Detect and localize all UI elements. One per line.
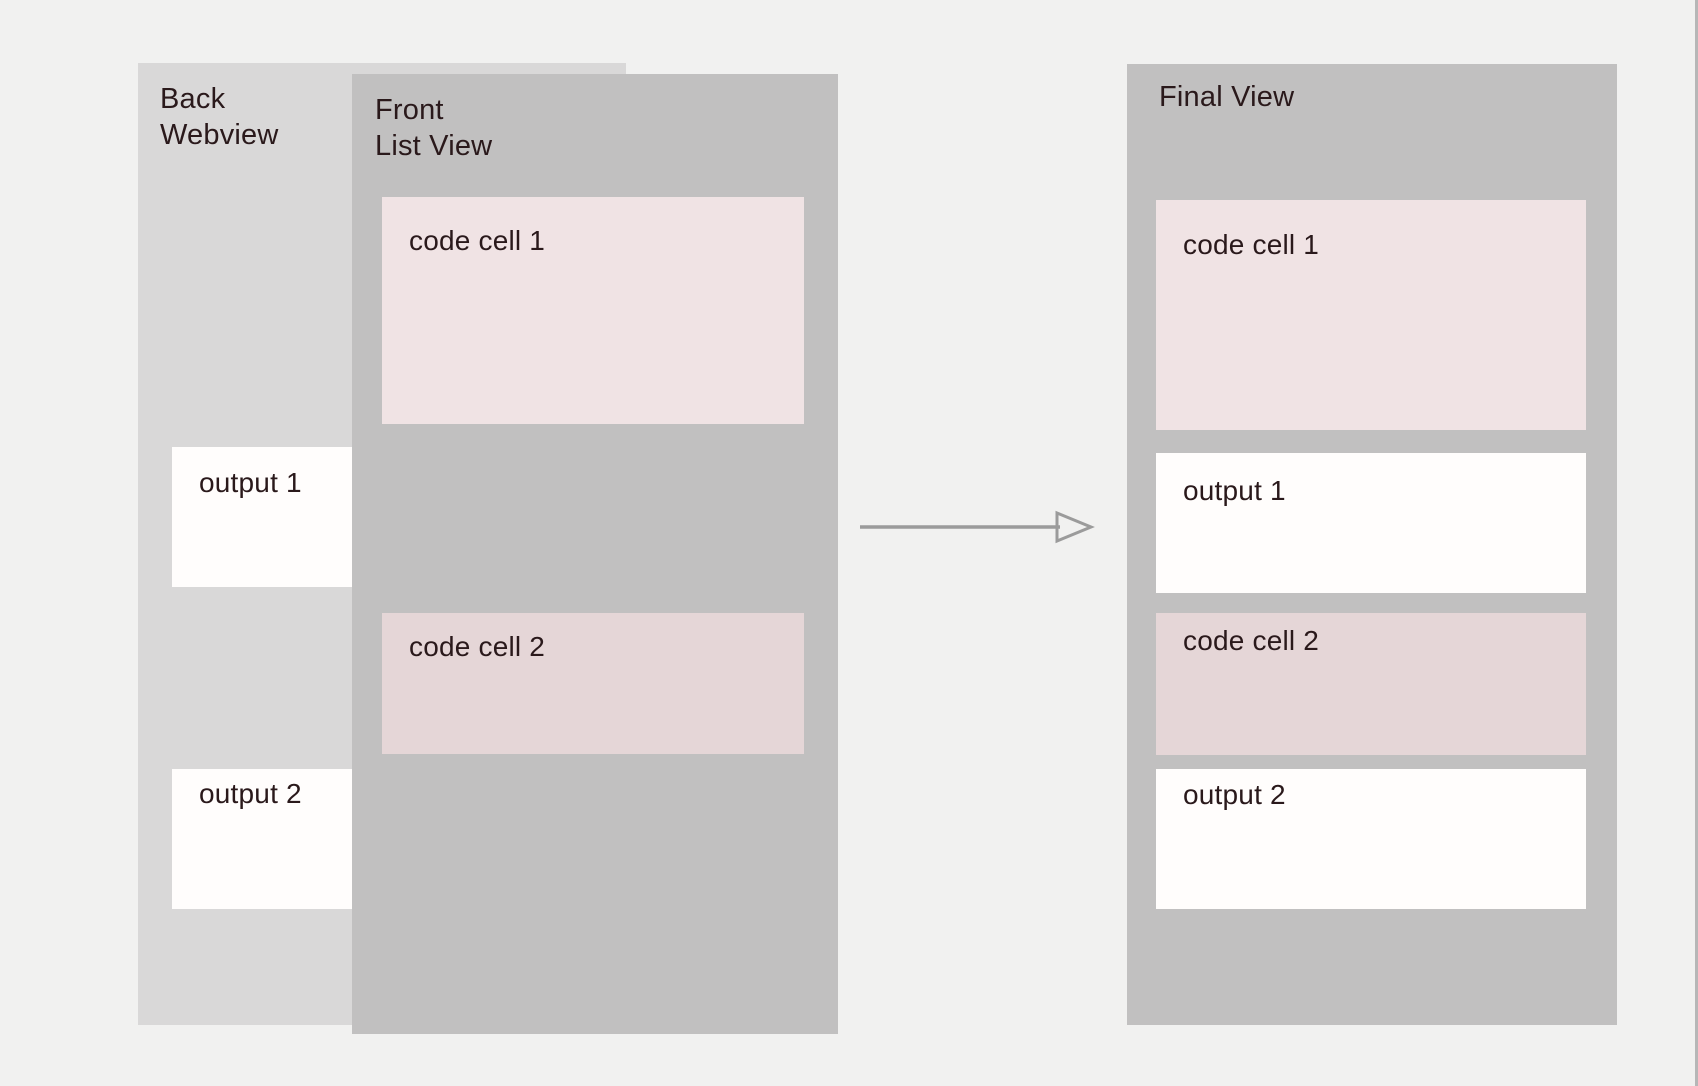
final-output-1-box: output 1 — [1156, 453, 1586, 593]
flow-arrow — [858, 503, 1096, 551]
box-label: code cell 2 — [409, 631, 546, 662]
back-webview-title-line2: Webview — [160, 119, 279, 151]
back-output-1-box: output 1 — [172, 447, 387, 587]
box-label: output 2 — [1183, 779, 1286, 810]
box-label: code cell 1 — [409, 225, 546, 256]
window-edge — [1695, 0, 1698, 1086]
final-code-cell-2-box: code cell 2 — [1156, 613, 1586, 755]
box-label: output 2 — [199, 778, 302, 809]
final-code-cell-1-box: code cell 1 — [1156, 200, 1586, 430]
front-list-view-title-line1: Front — [375, 94, 444, 126]
final-output-2-box: output 2 — [1156, 769, 1586, 909]
front-code-cell-2-box: code cell 2 — [382, 613, 804, 754]
back-webview-title-line1: Back — [160, 83, 226, 115]
box-label: code cell 1 — [1183, 229, 1320, 260]
box-label: output 1 — [199, 467, 302, 498]
back-output-2-box: output 2 — [172, 769, 387, 909]
box-label: output 1 — [1183, 475, 1286, 506]
front-code-cell-1-box: code cell 1 — [382, 197, 804, 424]
front-list-view-title-line2: List View — [375, 130, 493, 162]
box-label: code cell 2 — [1183, 625, 1320, 656]
final-view-title: Final View — [1159, 81, 1295, 113]
right-arrow-icon — [860, 510, 1095, 544]
